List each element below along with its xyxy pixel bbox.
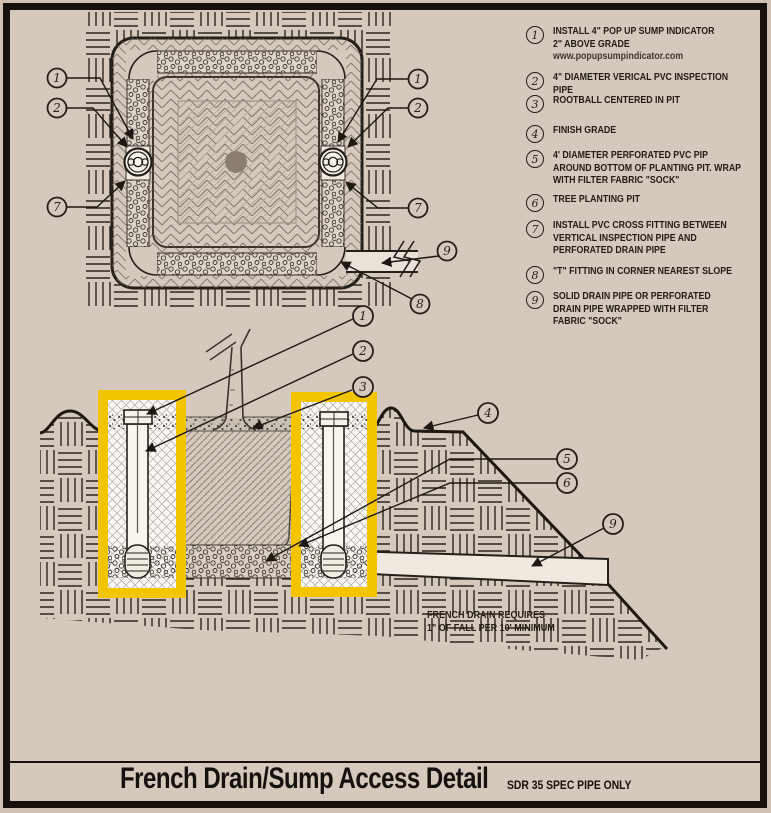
legend-bubble-3: 3 [526, 95, 544, 113]
french-drain-note: FRENCH DRAIN REQUIRES 1" OF FALL PER 10'… [427, 609, 555, 635]
legend-text-8: "T" FITTING IN CORNER NEAREST SLOPE [553, 266, 732, 277]
sheet-border-frame: French Drain/Sump Access Detail SDR 35 S… [3, 3, 767, 808]
sheet-title: French Drain/Sump Access Detail [120, 762, 489, 795]
legend-item-9: 9 SOLID DRAIN PIPE OR PERFORATED DRAIN P… [526, 291, 732, 329]
sump-indicator-url: www.popupsumpindicator.com [553, 51, 684, 63]
legend-text-3: ROOTBALL CENTERED IN PIT [553, 95, 680, 106]
note-line-2: 1" OF FALL PER 10' MINIMUM [427, 623, 555, 634]
legend-text-9: SOLID DRAIN PIPE OR PERFORATED DRAIN PIP… [553, 291, 711, 328]
note-line-1: FRENCH DRAIN REQUIRES [427, 610, 546, 621]
legend-item-2: 2 4" DIAMETER VERICAL PVC INSPECTION PIP… [526, 72, 752, 97]
legend-text-7: INSTALL PVC CROSS FITTING BETWEEN VERTIC… [553, 220, 727, 257]
legend-item-4: 4 FINISH GRADE [526, 125, 625, 143]
legend-item-5: 5 4' DIAMETER PERFORATED PVC PIP AROUND … [526, 150, 767, 188]
legend-text-5: 4' DIAMETER PERFORATED PVC PIP AROUND BO… [553, 150, 742, 187]
legend-item-8: 8 "T" FITTING IN CORNER NEAREST SLOPE [526, 266, 756, 284]
legend-item-7: 7 INSTALL PVC CROSS FITTING BETWEEN VERT… [526, 220, 750, 258]
legend-bubble-2: 2 [526, 72, 544, 90]
legend-text-6: TREE PLANTING PIT [553, 194, 641, 205]
title-bar: French Drain/Sump Access Detail SDR 35 S… [10, 761, 760, 801]
legend-bubble-9: 9 [526, 291, 544, 309]
legend-bubble-1: 1 [526, 26, 544, 44]
legend-bubble-7: 7 [526, 220, 544, 238]
legend-bubble-6: 6 [526, 194, 544, 212]
sheet-subtitle: SDR 35 SPEC PIPE ONLY [507, 780, 632, 792]
legend-bubble-8: 8 [526, 266, 544, 284]
legend-item-6: 6 TREE PLANTING PIT [526, 194, 652, 212]
legend-text-1: INSTALL 4" POP UP SUMP INDICATOR 2" ABOV… [553, 26, 715, 63]
legend-bubble-4: 4 [526, 125, 544, 143]
legend-item-3: 3 ROOTBALL CENTERED IN PIT [526, 95, 697, 113]
legend-text-4: FINISH GRADE [553, 125, 617, 136]
legend-item-1: 1 INSTALL 4" POP UP SUMP INDICATOR 2" AB… [526, 26, 736, 64]
legend-bubble-5: 5 [526, 150, 544, 168]
legend-text-2: 4" DIAMETER VERICAL PVC INSPECTION PIPE [553, 72, 729, 96]
